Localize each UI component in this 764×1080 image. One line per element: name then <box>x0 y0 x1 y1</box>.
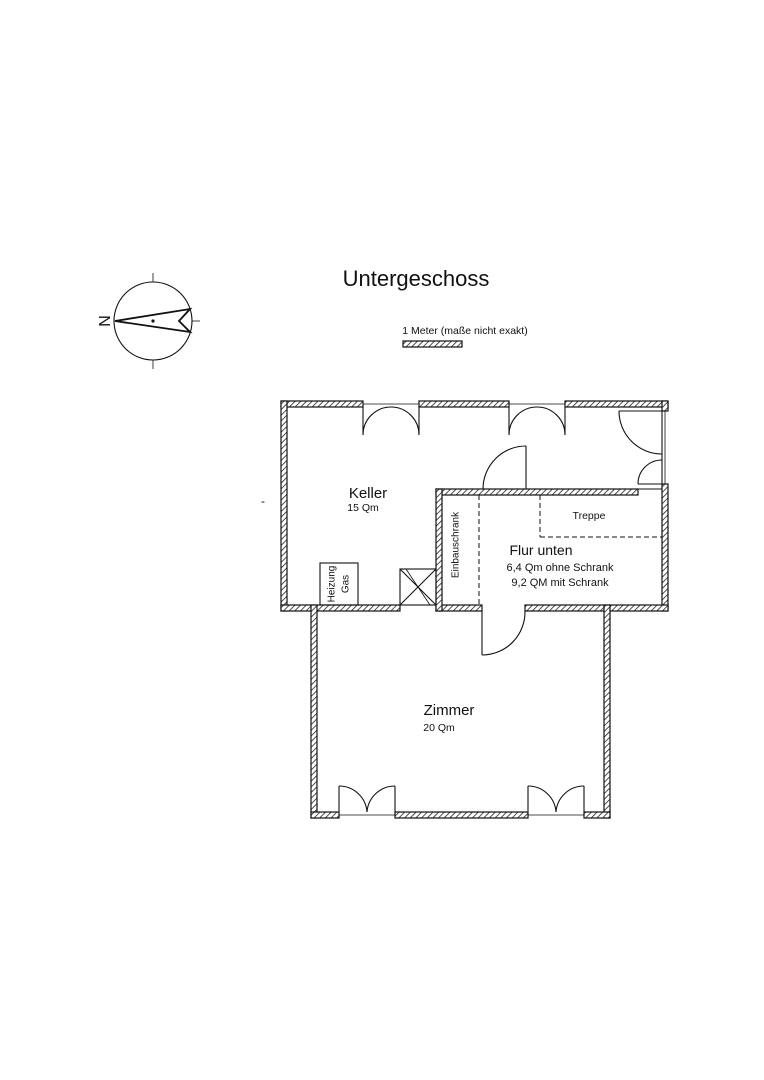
flur-name: Flur unten <box>509 542 572 558</box>
heating-box <box>319 562 359 606</box>
flur-area-with: 9,2 QM mit Schrank <box>511 577 609 589</box>
flur-area-without: 6,4 Qm ohne Schrank <box>506 562 614 574</box>
openings <box>338 403 666 816</box>
zimmer-area: 20 Qm <box>423 722 455 734</box>
heizung-label: Heizung <box>327 566 338 603</box>
walls <box>280 400 669 819</box>
keller-name: Keller <box>349 485 387 502</box>
treppe-label: Treppe <box>573 510 606 522</box>
page-title: Untergeschoss <box>343 266 490 291</box>
north-letter: N <box>97 315 114 327</box>
einbauschrank-label: Einbauschrank <box>451 511 462 578</box>
scale-label: 1 Meter (maße nicht exakt) <box>402 325 527 337</box>
zimmer-name: Zimmer <box>424 702 475 719</box>
keller-area: 15 Qm <box>347 502 379 514</box>
fixtures: Heizung Gas Einbauschrank Treppe <box>319 495 662 606</box>
stray-mark: - <box>261 494 265 508</box>
gas-label: Gas <box>341 575 352 593</box>
scale-bar <box>402 340 463 348</box>
compass: N <box>97 273 200 369</box>
